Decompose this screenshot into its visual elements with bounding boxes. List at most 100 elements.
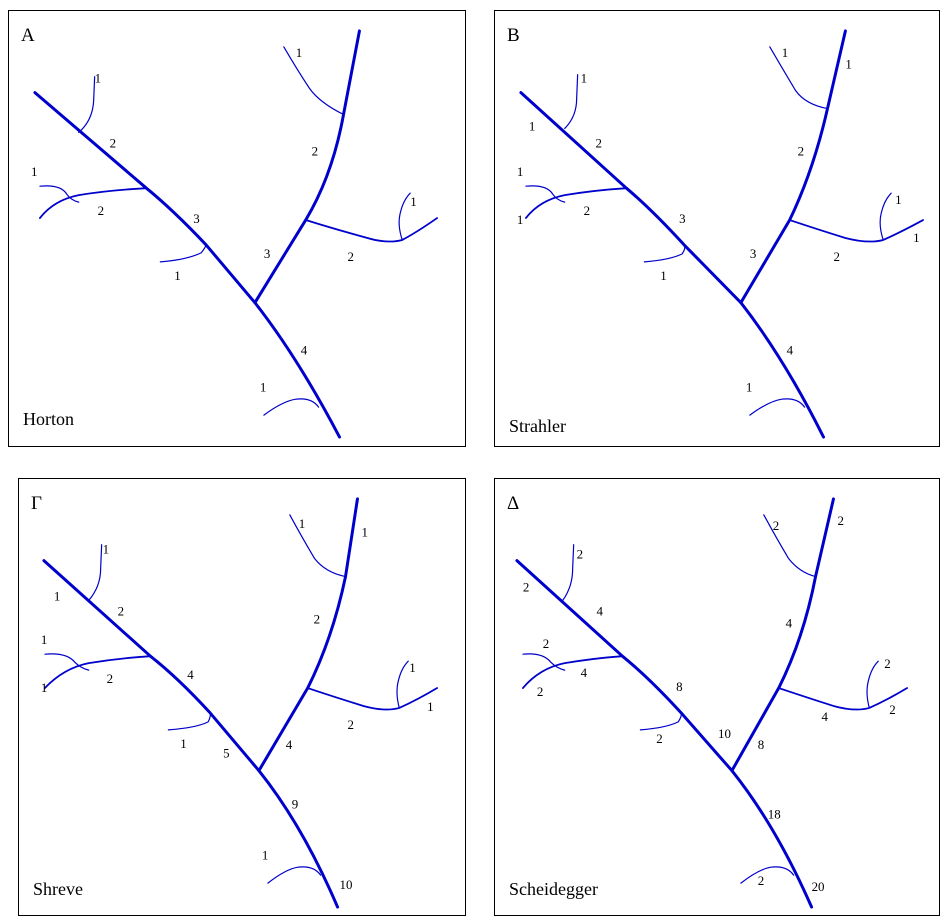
label-outlet: 20 xyxy=(812,879,825,894)
main-stream xyxy=(519,91,826,439)
label-right-top-trib: 2 xyxy=(773,518,779,533)
label-right-main-upper: 2 xyxy=(798,143,804,158)
left-top-tributary xyxy=(525,185,566,203)
stream-network xyxy=(515,497,909,909)
label-main-mid: 3 xyxy=(679,211,685,226)
method-name: Horton xyxy=(23,409,74,429)
lower-left-tributary xyxy=(643,244,686,263)
stream-network xyxy=(33,29,438,439)
panel-horton: 1 2 1 2 3 1 3 1 2 2 1 4 1 A Horton xyxy=(8,10,466,447)
bottom-tributary xyxy=(740,866,795,884)
label-right-side-trib: 1 xyxy=(895,192,901,207)
label-left-main-upper: 4 xyxy=(597,603,604,618)
label-left-mid-branch: 2 xyxy=(98,203,104,218)
label-left-mid-branch: 4 xyxy=(581,665,588,680)
label-left-main-upper: 2 xyxy=(110,135,116,150)
right-main-stream xyxy=(739,29,847,305)
main-stream xyxy=(515,559,814,909)
label-main-mid: 3 xyxy=(193,211,199,226)
label-main-lower: 4 xyxy=(787,342,794,357)
label-left-top-trib-up: 1 xyxy=(529,118,535,133)
label-right-side-trib: 2 xyxy=(884,656,890,671)
main-stream xyxy=(33,91,342,439)
label-left-top-trib-low: 1 xyxy=(41,632,47,647)
right-side-branch xyxy=(304,217,438,243)
label-junction: 5 xyxy=(223,746,229,761)
bottom-tributary xyxy=(267,866,322,884)
lower-left-tributary xyxy=(639,712,682,731)
label-right-side-end: 2 xyxy=(889,702,895,717)
right-side-tributary xyxy=(879,192,892,241)
label-right-side-branch: 2 xyxy=(833,249,839,264)
label-lower-left-trib: 1 xyxy=(174,268,180,283)
panel-letter: A xyxy=(21,25,35,46)
bottom-tributary xyxy=(749,398,806,416)
label-right-main-upper: 2 xyxy=(312,143,318,158)
right-side-branch xyxy=(306,687,439,711)
label-bottom-trib: 2 xyxy=(758,873,764,888)
label-left-trib-b: 1 xyxy=(41,680,47,695)
label-right-top-stem: 1 xyxy=(845,57,851,72)
right-main-stream xyxy=(253,29,361,305)
label-right-branch-lower: 3 xyxy=(750,246,756,261)
label-right-side-branch: 2 xyxy=(347,249,353,264)
label-right-branch-lower: 8 xyxy=(758,737,764,752)
panel-letter: Γ xyxy=(31,493,42,514)
stream-network xyxy=(42,497,439,909)
right-main-stream xyxy=(730,497,835,773)
label-right-top-stem: 2 xyxy=(837,513,843,528)
label-left-top-trib-low: 2 xyxy=(543,636,549,651)
label-lower-left-trib: 1 xyxy=(660,268,666,283)
label-left-top-trib-low: 1 xyxy=(517,164,523,179)
label-right-side-trib: 1 xyxy=(410,194,416,209)
label-upper-left-trib: 2 xyxy=(577,547,583,562)
label-right-side-end: 1 xyxy=(427,699,433,714)
left-top-tributary xyxy=(39,185,80,203)
label-lower-left-trib: 2 xyxy=(656,731,662,746)
right-top-tributary xyxy=(283,46,345,116)
stream-network-diagram: 1 2 1 2 3 1 3 1 2 2 1 4 1 xyxy=(31,29,438,439)
stream-network-diagram: 1 1 2 1 1 2 4 1 5 4 1 1 2 2 1 1 9 1 10 xyxy=(41,497,439,909)
left-branch-stream xyxy=(44,655,152,689)
right-top-tributary xyxy=(763,514,817,578)
right-side-tributary xyxy=(866,660,879,709)
label-left-mid-branch: 2 xyxy=(107,671,113,686)
label-main-mid: 4 xyxy=(187,667,194,682)
label-right-top-stem: 1 xyxy=(361,525,367,540)
method-name: Strahler xyxy=(509,416,566,436)
upper-left-tributary xyxy=(564,74,579,130)
panel-letter: B xyxy=(507,25,520,46)
label-right-main-upper: 4 xyxy=(786,615,793,630)
left-branch-stream xyxy=(524,187,628,219)
label-right-top-trib: 1 xyxy=(296,45,302,60)
label-right-side-end: 1 xyxy=(913,230,919,245)
upper-left-tributary xyxy=(78,76,96,134)
label-left-mid-branch: 2 xyxy=(584,203,590,218)
left-branch-stream xyxy=(521,655,624,689)
label-junction: 10 xyxy=(718,726,731,741)
panel-scheidegger: 2 2 4 2 2 4 8 2 10 8 2 2 4 4 2 2 18 2 20… xyxy=(494,478,940,916)
lower-left-tributary xyxy=(159,244,207,263)
lower-left-tributary xyxy=(167,712,211,731)
panel-strahler: 1 1 2 1 1 2 3 1 3 1 1 2 2 1 1 4 1 B Stra… xyxy=(494,10,940,447)
label-left-top-trib-up: 2 xyxy=(523,579,529,594)
bottom-tributary xyxy=(263,398,320,416)
label-upper-left-trib: 1 xyxy=(581,71,587,86)
label-main-lower: 18 xyxy=(768,806,781,821)
right-side-tributary xyxy=(396,660,409,709)
upper-left-tributary xyxy=(562,544,575,602)
label-right-branch-lower: 3 xyxy=(264,246,270,261)
method-name: Scheidegger xyxy=(509,879,598,899)
label-right-top-trib: 1 xyxy=(782,45,788,60)
label-right-main-upper: 2 xyxy=(314,611,320,626)
label-upper-left-trib: 1 xyxy=(95,71,101,86)
label-left-top-trib-up: 1 xyxy=(54,588,60,603)
upper-left-tributary xyxy=(88,544,103,602)
left-top-tributary xyxy=(44,653,90,671)
label-main-mid: 8 xyxy=(676,679,682,694)
label-right-side-branch: 2 xyxy=(348,717,354,732)
label-left-trib-b: 2 xyxy=(537,684,543,699)
right-side-branch xyxy=(788,219,924,243)
right-top-tributary xyxy=(289,514,347,578)
label-main-lower: 9 xyxy=(292,796,298,811)
